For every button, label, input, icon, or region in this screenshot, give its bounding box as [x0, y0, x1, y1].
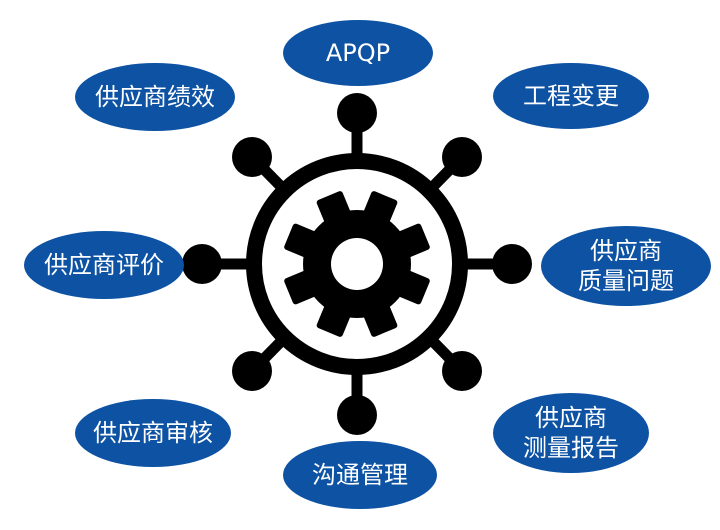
node-engineering-change-label: 工程变更	[523, 82, 619, 110]
gear-icon	[284, 191, 430, 337]
node-supplier-audit[interactable]: 供应商审核	[75, 399, 231, 467]
node-supplier-audit-label: 供应商审核	[93, 419, 213, 447]
knob-top-left	[232, 137, 272, 177]
node-supplier-measurement-report[interactable]: 供应商 测量报告	[493, 393, 649, 473]
node-supplier-measurement-report-label: 供应商 测量报告	[523, 404, 619, 462]
node-apqp-label: APQP	[325, 39, 391, 67]
node-apqp[interactable]: APQP	[283, 20, 433, 86]
node-supplier-quality-issue-label: 供应商 质量问题	[578, 237, 674, 295]
spoke-knobs	[182, 93, 532, 435]
knob-left	[182, 244, 222, 284]
gear-hole	[331, 238, 383, 290]
node-supplier-performance[interactable]: 供应商绩效	[75, 63, 235, 131]
node-supplier-evaluation-label: 供应商评价	[44, 251, 164, 279]
node-supplier-quality-issue[interactable]: 供应商 质量问题	[541, 226, 711, 306]
node-communication-management[interactable]: 沟通管理	[283, 441, 437, 509]
node-supplier-performance-label: 供应商绩效	[95, 83, 215, 111]
node-supplier-evaluation[interactable]: 供应商评价	[24, 231, 184, 299]
node-communication-management-label: 沟通管理	[312, 461, 408, 489]
knob-bottom-left	[232, 351, 272, 391]
knob-bottom-right	[442, 351, 482, 391]
knob-right	[492, 244, 532, 284]
node-engineering-change[interactable]: 工程变更	[493, 63, 649, 129]
knob-bottom	[337, 395, 377, 435]
knob-top-right	[442, 137, 482, 177]
knob-top	[337, 93, 377, 133]
